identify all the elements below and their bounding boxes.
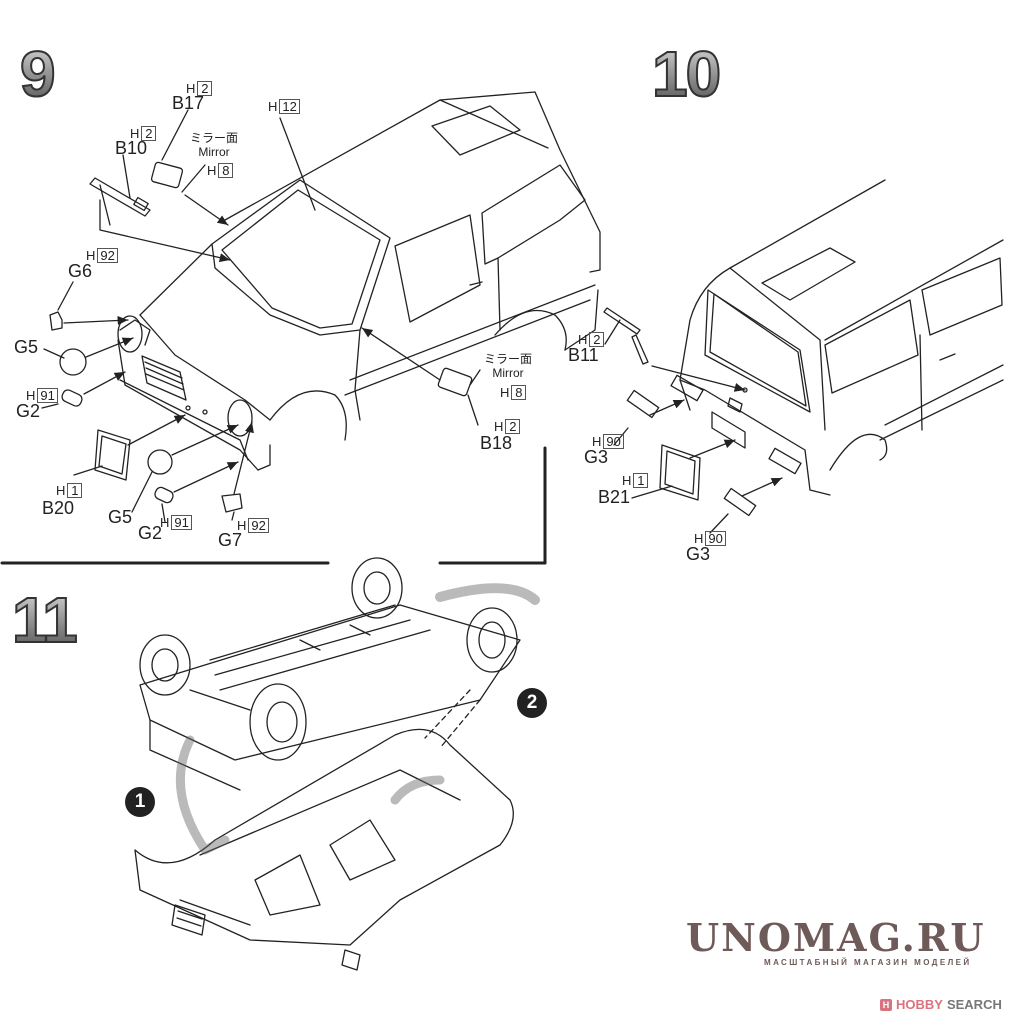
color-code-box: 92: [97, 248, 118, 263]
mirror-note-top: ミラー面 Mirror: [190, 131, 239, 160]
color-prefix: H: [186, 81, 196, 96]
watermark-subtitle: МАСШТАБНЫЙ МАГАЗИН МОДЕЛЕЙ: [764, 958, 972, 967]
part-label-g5: G5: [14, 337, 39, 357]
step11-body-shell: [134, 689, 514, 971]
credit-brand: HOBBY: [896, 997, 943, 1012]
color-prefix: H: [130, 126, 140, 141]
part-label-b20: B20: [42, 498, 75, 518]
part-label-g5-second: G5: [108, 507, 133, 527]
color-code-box: 1: [67, 483, 83, 498]
step9-parts: [41, 109, 481, 523]
color-prefix: H: [160, 515, 170, 530]
step-number-11: 11: [11, 584, 79, 656]
color-prefix: H: [268, 99, 278, 114]
step10-car-body: [670, 179, 1004, 496]
part-label-g7: G7: [218, 530, 243, 550]
mirror-note-side: ミラー面 Mirror: [484, 352, 533, 381]
part-label-g2: G2: [16, 401, 41, 421]
part-label-b11: B11: [568, 345, 599, 365]
color-code-box: 12: [279, 99, 300, 114]
part-label-g2-second: G2: [138, 523, 163, 543]
color-prefix: H: [207, 163, 217, 178]
credit-suffix: SEARCH: [946, 997, 1002, 1012]
color-prefix: H: [578, 332, 588, 347]
color-code-box: 8: [218, 163, 234, 178]
section-dividers: [0, 446, 547, 565]
color-code-box: 92: [248, 518, 269, 533]
mirror-note-en: Mirror: [492, 365, 524, 380]
color-code-box: 8: [511, 385, 527, 400]
color-code-box: 91: [37, 388, 58, 403]
color-prefix: H: [500, 385, 510, 400]
color-prefix: H: [494, 419, 504, 434]
step-marker-1: 1: [125, 787, 155, 817]
color-code-box: 90: [603, 434, 624, 449]
part-label-g3-lower: G3: [686, 544, 711, 564]
part-label-b18: B18: [480, 433, 513, 453]
step11-chassis: [139, 557, 540, 791]
hobby-search-credit: H HOBBY SEARCH: [880, 997, 1002, 1012]
mirror-note-jp: ミラー面: [190, 131, 239, 145]
color-code-box: 2: [141, 126, 157, 141]
color-prefix: H: [694, 531, 704, 546]
watermark-title: UNOMAG.RU: [686, 915, 986, 960]
step-number-10: 10: [651, 38, 722, 110]
color-code-box: 2: [589, 332, 605, 347]
color-prefix: H: [237, 518, 247, 533]
color-code-box: 90: [705, 531, 726, 546]
color-code-box: 1: [633, 473, 649, 488]
color-code-box: 2: [197, 81, 213, 96]
step-marker-2: 2: [517, 688, 547, 718]
mirror-note-en: Mirror: [198, 144, 230, 159]
part-label-b17: B17: [172, 93, 205, 113]
color-prefix: H: [86, 248, 96, 263]
part-label-g6: G6: [68, 261, 93, 281]
color-prefix: H: [592, 434, 602, 449]
color-code-box: 2: [505, 419, 521, 434]
color-prefix: H: [622, 473, 632, 488]
part-label-b21: B21: [598, 487, 631, 507]
color-prefix: H: [26, 388, 36, 403]
step10-parts: [603, 307, 783, 534]
part-label-b10: B10: [115, 138, 148, 158]
part-label-g3-upper: G3: [584, 447, 609, 467]
step9-car-body: [117, 91, 601, 471]
color-code-box: 91: [171, 515, 192, 530]
hobby-search-logo-icon: H: [880, 998, 892, 1011]
step-number-9: 9: [19, 38, 57, 110]
color-prefix: H: [56, 483, 66, 498]
mirror-note-jp: ミラー面: [484, 352, 533, 366]
